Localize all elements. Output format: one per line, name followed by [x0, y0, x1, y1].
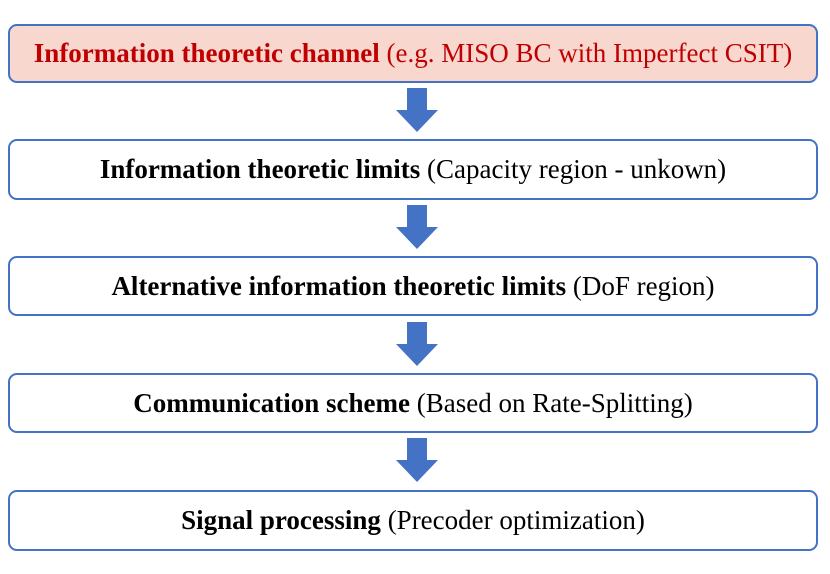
down-arrow-icon	[396, 88, 438, 132]
step-box-communication-scheme: Communication scheme (Based on Rate-Spli…	[8, 373, 818, 433]
down-arrow-icon	[396, 438, 438, 482]
step-box-alternative-limits: Alternative information theoretic limits…	[8, 256, 818, 316]
step-box-information-theoretic-limits: Information theoretic limits (Capacity r…	[8, 139, 818, 200]
step-title: Alternative information theoretic limits…	[111, 270, 715, 301]
down-arrow-icon	[396, 322, 438, 366]
step-title: Information theoretic channel (e.g. MISO…	[33, 38, 793, 68]
step-box-signal-processing: Signal processing (Precoder optimization…	[8, 490, 818, 551]
step-title: Information theoretic limits (Capacity r…	[99, 154, 727, 184]
step-title: Communication scheme (Based on Rate-Spli…	[133, 387, 693, 418]
down-arrow-icon	[396, 205, 438, 249]
step-title: Signal processing (Precoder optimization…	[181, 505, 645, 535]
step-box-information-theoretic-channel: Information theoretic channel (e.g. MISO…	[8, 24, 818, 83]
